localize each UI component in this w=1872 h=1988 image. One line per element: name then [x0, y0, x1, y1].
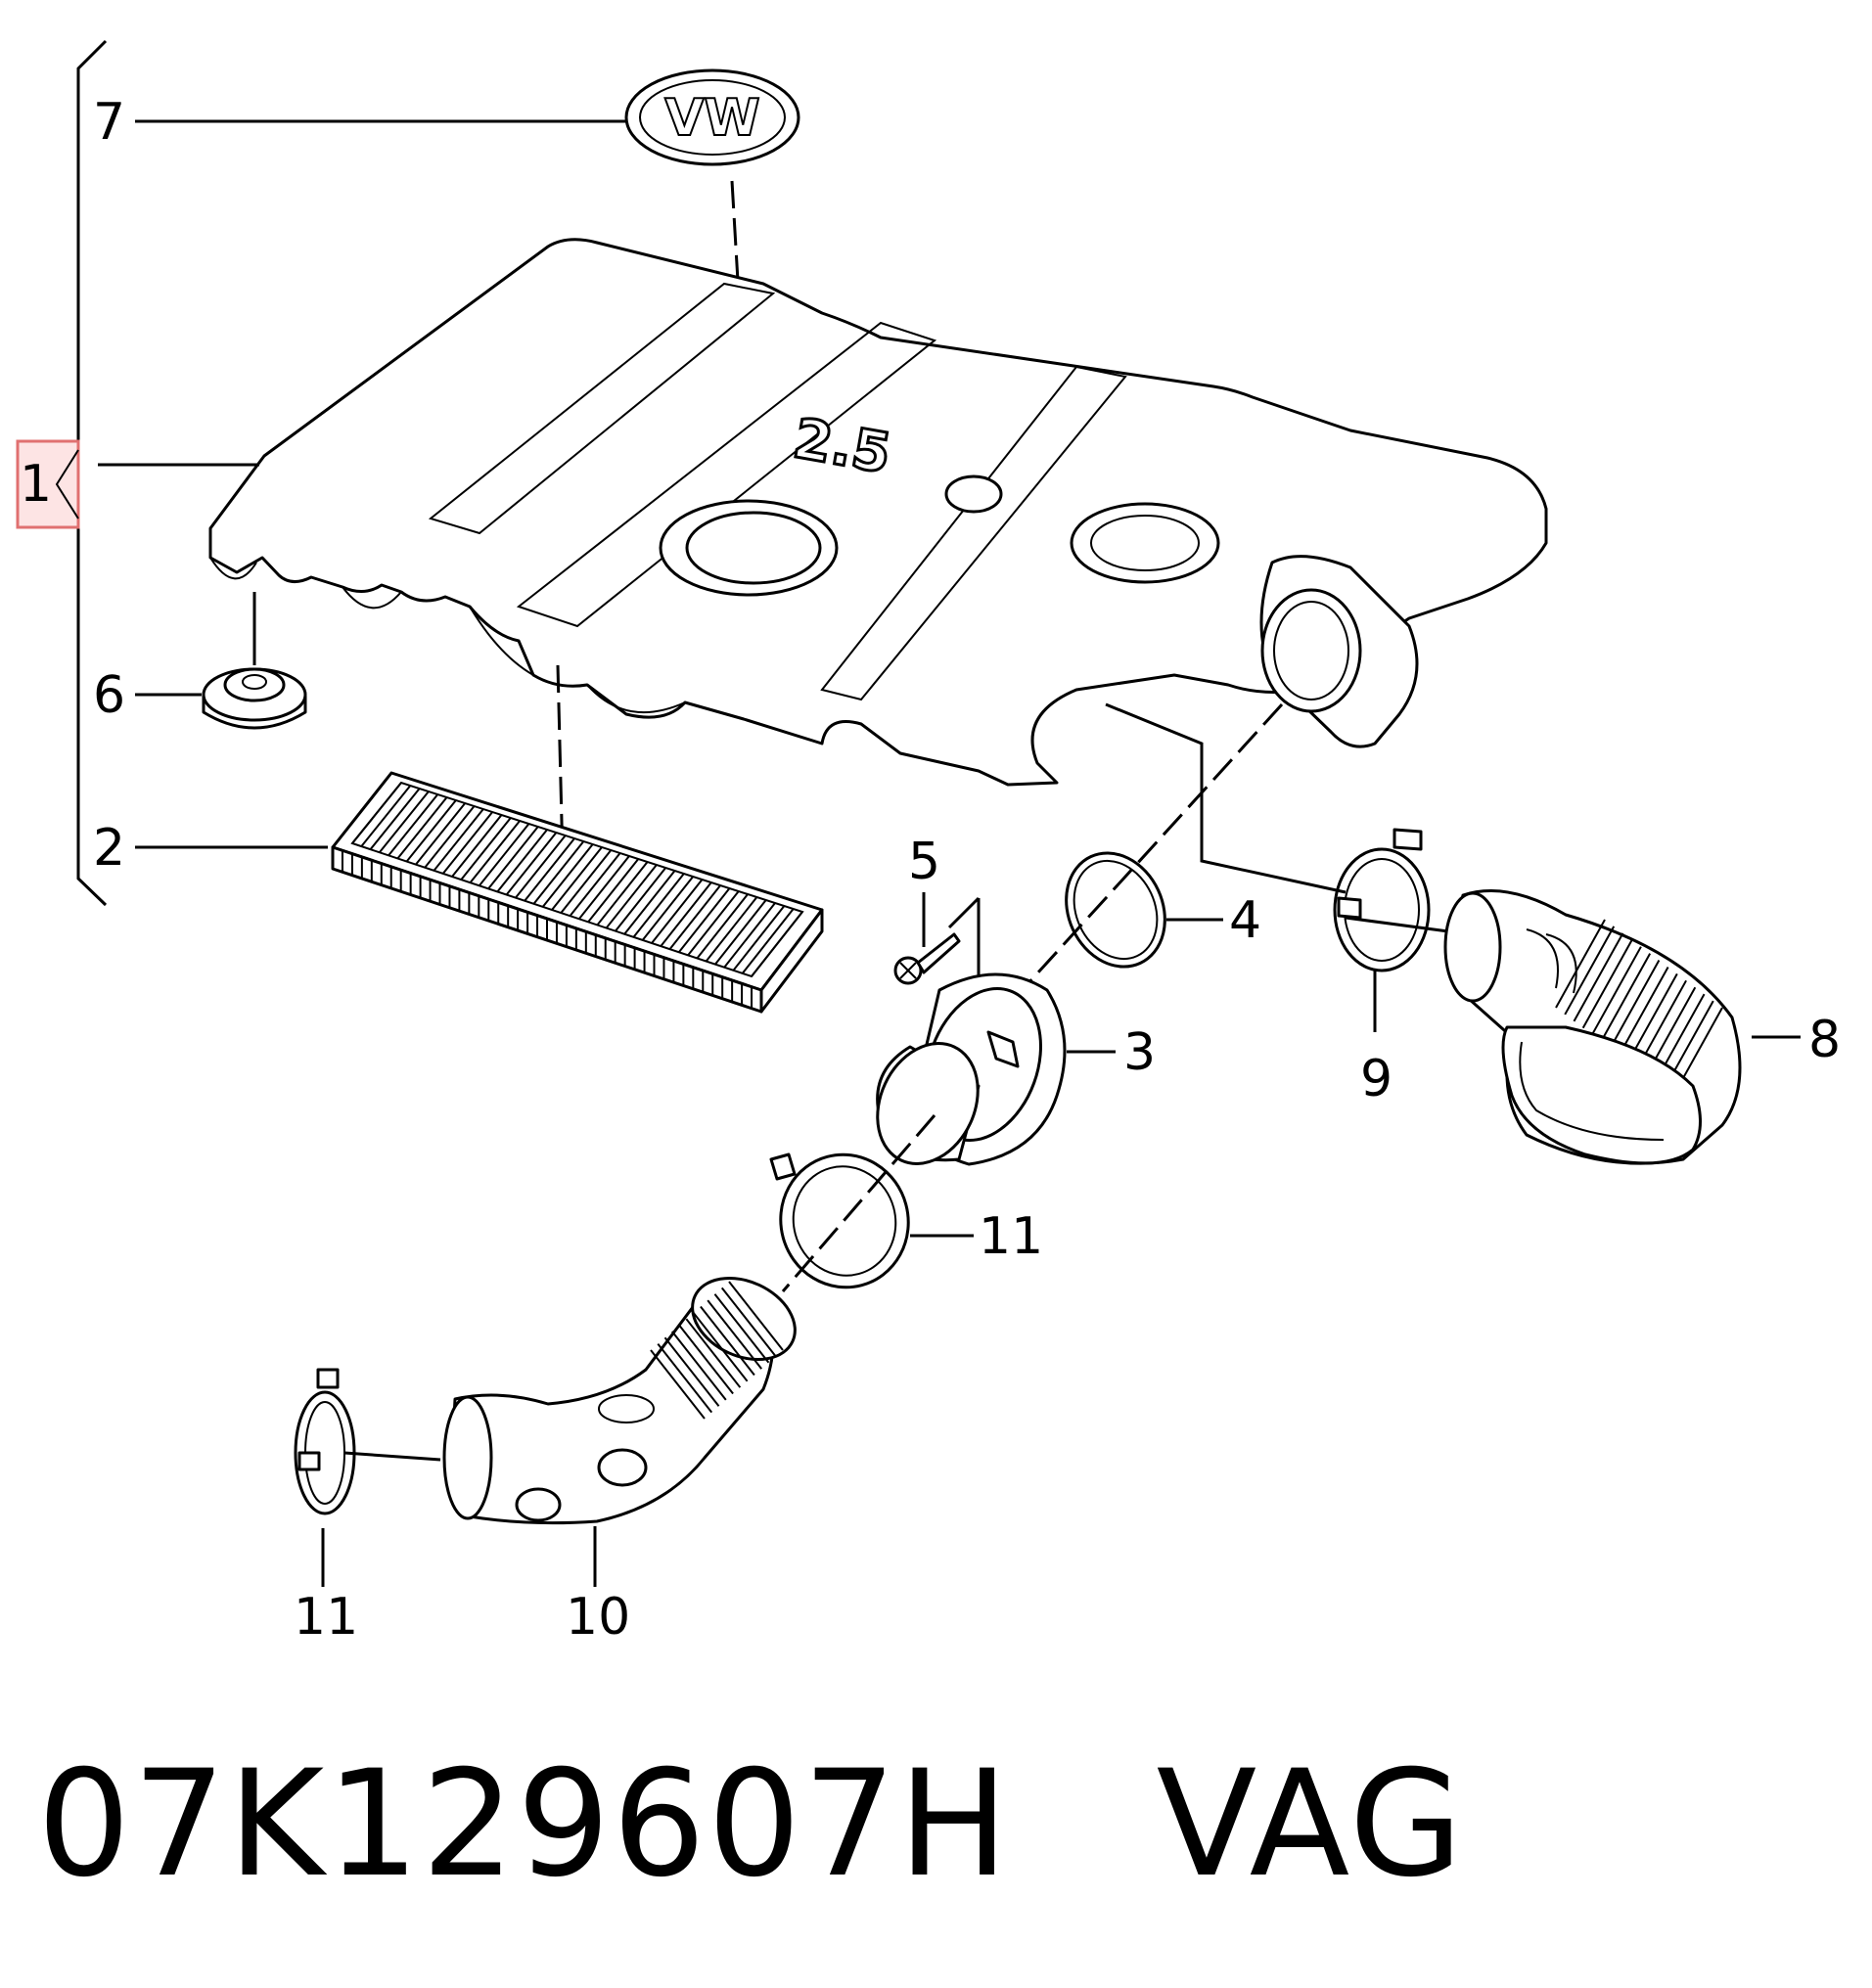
decorative-line [650, 1349, 706, 1420]
decorative-line [405, 799, 457, 863]
decorative-line [687, 890, 740, 956]
decorative-line [720, 1287, 777, 1357]
decorative-line [560, 849, 613, 914]
decorative-line [660, 881, 712, 947]
decorative-line [713, 1293, 770, 1364]
decorative-line [388, 793, 439, 856]
decorative-line [451, 814, 503, 878]
hose-clamp-part-9[interactable] [1333, 828, 1431, 972]
engine-cover-part-1[interactable]: 2.5 [208, 238, 1548, 787]
decorative-line [671, 1331, 727, 1401]
callout-6: 6 [93, 666, 125, 725]
decorative-line [587, 858, 640, 923]
decorative-line [651, 879, 704, 944]
decorative-line [1618, 966, 1669, 1056]
decorative-line [351, 782, 402, 844]
callout-1[interactable]: 1 [20, 455, 52, 514]
decorative-line [479, 823, 530, 886]
decorative-line [728, 1281, 784, 1351]
decorative-line [705, 896, 758, 963]
decorative-line [700, 1305, 755, 1377]
decorative-line [369, 788, 421, 850]
decorative-line [615, 867, 667, 932]
decorative-line [641, 876, 694, 941]
air-mass-meter-part-3[interactable] [858, 972, 1067, 1180]
decorative-line [433, 808, 484, 872]
decorative-line [424, 805, 476, 869]
decorative-line [505, 832, 558, 896]
callout-2: 2 [93, 819, 125, 878]
decorative-line [1581, 939, 1633, 1029]
decorative-line [632, 873, 685, 938]
decorative-line [1600, 953, 1652, 1043]
decorative-line [469, 820, 521, 883]
decorative-line [707, 1299, 762, 1370]
screw-part-5[interactable] [893, 932, 961, 985]
decorative-line [578, 855, 630, 920]
decorative-line [696, 893, 749, 960]
air-filter-part-2[interactable] [331, 771, 824, 1014]
decorative-line [723, 902, 776, 969]
decorative-line [532, 840, 585, 905]
callout-5: 5 [908, 833, 940, 891]
callout-7: 7 [93, 93, 125, 152]
decorative-line [1591, 946, 1642, 1036]
decorative-line [441, 811, 493, 875]
decorative-line [1626, 972, 1678, 1062]
emblem-text: VW [664, 89, 760, 148]
decorative-line [396, 796, 448, 860]
decorative-line [487, 826, 539, 889]
o-ring-part-4[interactable] [1048, 836, 1183, 982]
decorative-line [678, 1324, 734, 1395]
decorative-line [360, 785, 412, 847]
decorative-line [551, 846, 603, 911]
decorative-line [751, 911, 803, 977]
decorative-line [692, 1312, 749, 1382]
decorative-line [1555, 919, 1606, 1009]
decorative-line [732, 905, 786, 971]
decorative-line [668, 884, 721, 950]
decorative-line [714, 899, 767, 966]
decorative-line [569, 852, 621, 917]
decorative-line [379, 791, 430, 853]
decorative-line [1609, 960, 1661, 1050]
intake-elbow-part-10[interactable] [442, 1262, 808, 1525]
decorative-line [1573, 932, 1624, 1022]
emblem-part-7[interactable]: VW [624, 68, 800, 166]
decorative-line [663, 1336, 720, 1407]
decorative-line [596, 861, 649, 926]
part-number-caption: 07K129607H VAG [37, 1740, 1465, 1910]
decorative-line [541, 843, 594, 908]
decorative-line [496, 829, 548, 893]
callout-11-upper: 11 [979, 1207, 1043, 1266]
callout-9: 9 [1360, 1050, 1393, 1108]
grommet-part-6[interactable] [202, 667, 307, 730]
decorative-line [678, 887, 731, 953]
callout-10: 10 [566, 1588, 630, 1647]
hose-clamp-part-11-lower[interactable] [294, 1368, 356, 1515]
selected-item-highlight[interactable] [16, 439, 80, 529]
decorative-line [623, 870, 676, 935]
decorative-line [515, 835, 567, 899]
callout-8: 8 [1808, 1011, 1841, 1069]
intake-hose-part-8[interactable] [1443, 889, 1742, 1165]
decorative-line [415, 802, 467, 866]
decorative-line [524, 837, 575, 902]
decorative-line [605, 864, 658, 929]
callout-11-lower: 11 [294, 1588, 358, 1647]
callout-4: 4 [1229, 891, 1261, 950]
decorative-line [741, 908, 795, 974]
assembly-bracket [76, 39, 108, 907]
decorative-line [657, 1343, 713, 1414]
decorative-line [460, 817, 512, 881]
decorative-line [1564, 926, 1616, 1016]
decorative-line [685, 1318, 742, 1388]
callout-3: 3 [1123, 1023, 1156, 1082]
